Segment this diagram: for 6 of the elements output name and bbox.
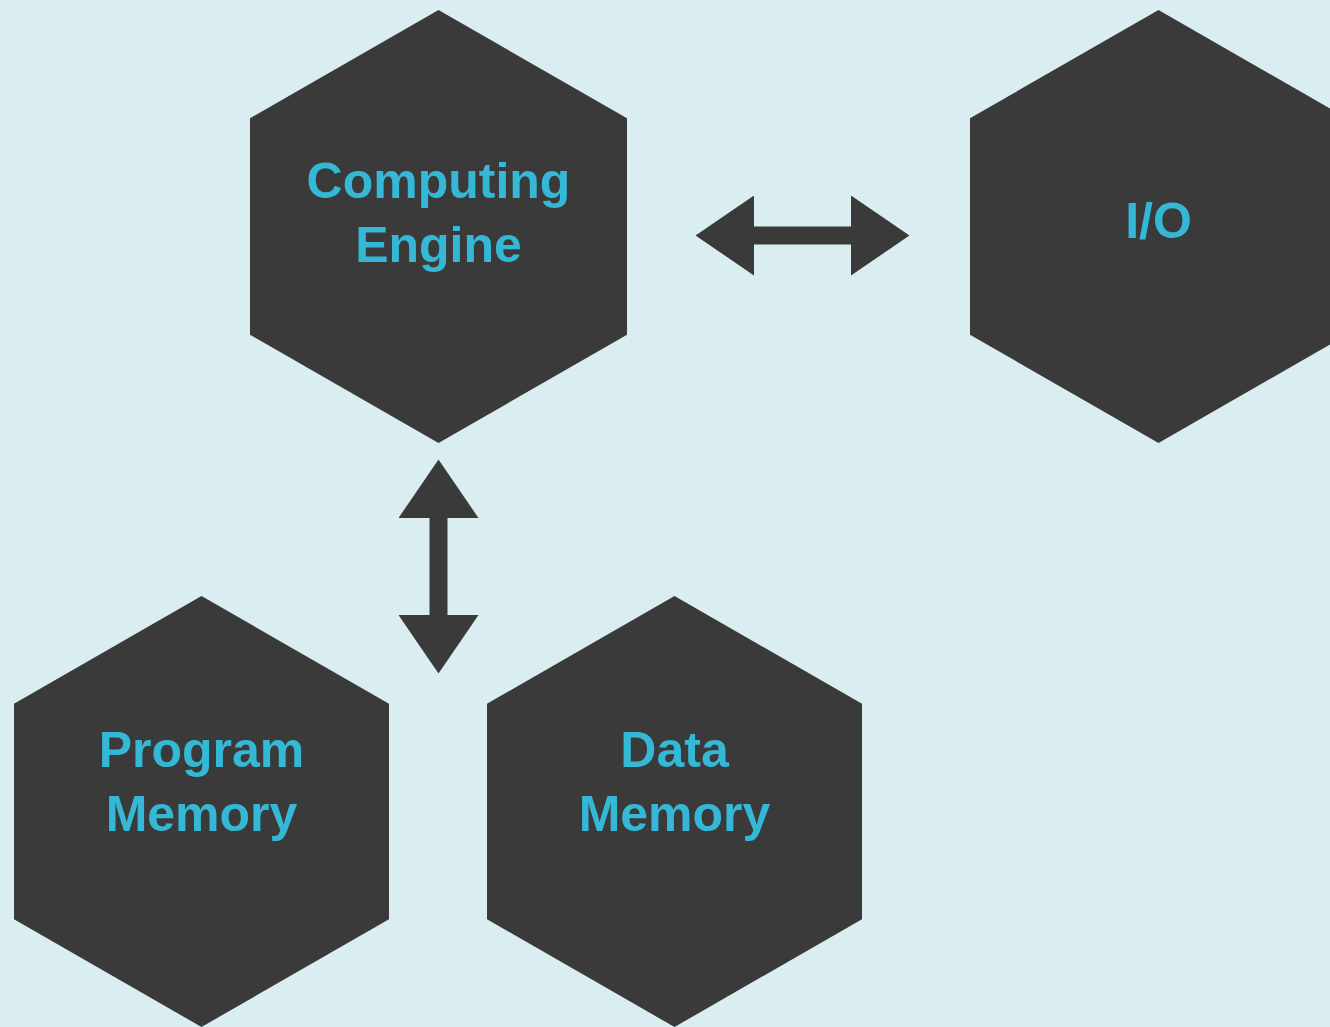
node-label: I/O (1124, 191, 1193, 251)
double-arrow (398, 459, 479, 674)
node-label: Data Memory (577, 720, 772, 844)
node-label: Program Memory (97, 720, 306, 844)
double-arrow (695, 195, 910, 276)
node-label: Computing Engine (305, 151, 572, 275)
